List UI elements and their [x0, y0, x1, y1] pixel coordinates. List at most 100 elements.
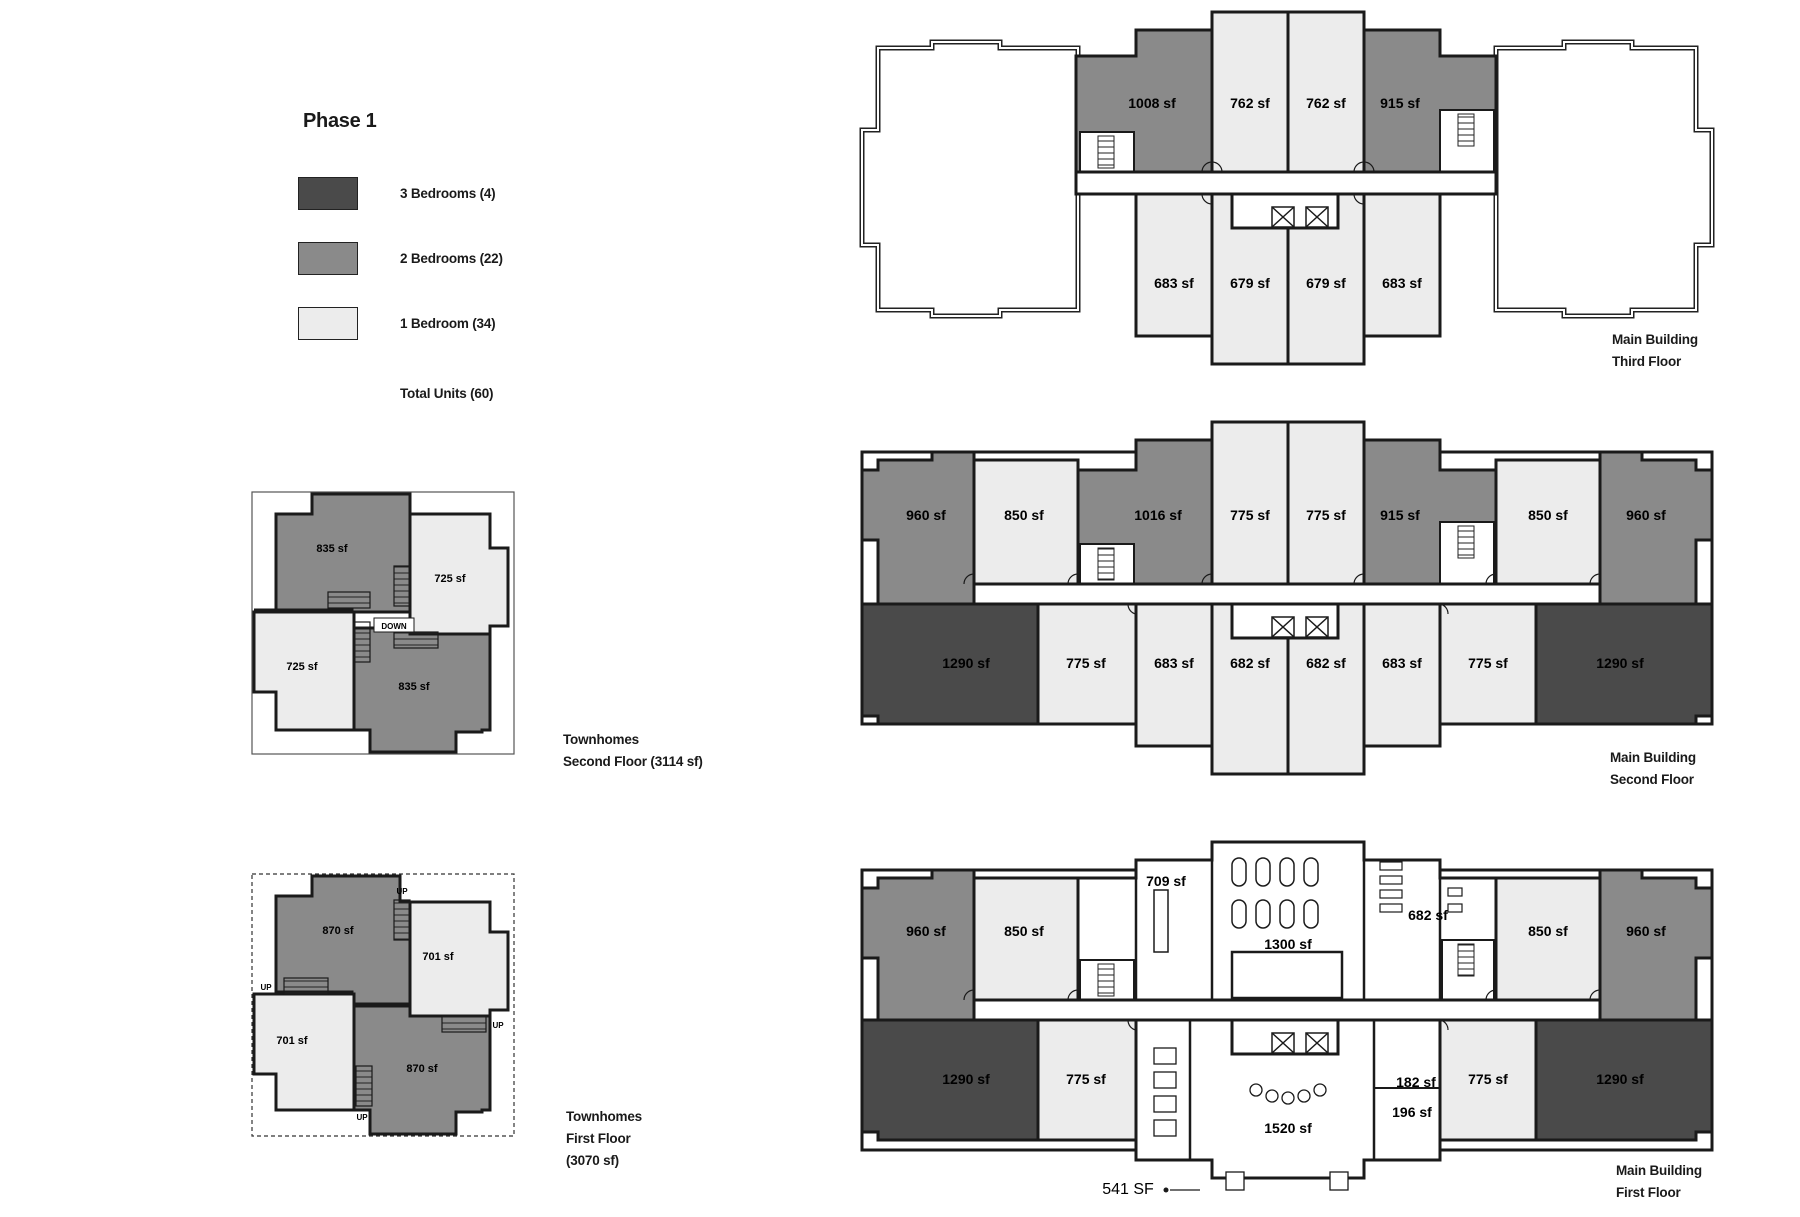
- unit-2f-775a: [1210, 420, 1290, 586]
- legend-total-units: Total Units (60): [400, 386, 494, 401]
- th1-unit-870b: [352, 1004, 492, 1136]
- unit-3f-683a: [1134, 192, 1214, 338]
- legend-title: Phase 1: [303, 110, 377, 132]
- townhomes-second-floor-plan: 835 sf 725 sf 725 sf 835 sf DOWN: [251, 491, 515, 755]
- caption-th1-line2: First Floor: [566, 1131, 631, 1146]
- label-th2-unit-2: 725 sf: [434, 573, 466, 585]
- third-left-wing-inner: [861, 41, 1079, 317]
- caption-main-first: Main Building First Floor: [1616, 1160, 1702, 1204]
- label-2f-unit-7: 850 sf: [1528, 507, 1568, 523]
- legend-item-one-bedroom: 1 Bedroom (34): [298, 305, 496, 341]
- corridor-1f: [972, 998, 1602, 1022]
- third-left-wing-outline: [859, 39, 1081, 319]
- caption-ms-line2: Second Floor: [1610, 772, 1694, 787]
- townhomes-first-floor-plan: 870 sf 701 sf 701 sf 870 sf UP UP UP UP: [251, 873, 515, 1137]
- label-3f-unit-1: 1008 sf: [1128, 95, 1176, 111]
- label-1f-amenity-4: 182 sf: [1396, 1074, 1436, 1090]
- caption-th2-line1: Townhomes: [563, 732, 639, 747]
- label-th1-stair-2: UP: [260, 983, 272, 992]
- label-2f-unit-11: 683 sf: [1154, 655, 1194, 671]
- unit-2f-775d: [1438, 602, 1538, 726]
- label-2f-unit-3: 1016 sf: [1134, 507, 1182, 523]
- label-1f-unit-2: 850 sf: [1004, 923, 1044, 939]
- unit-2f-850a: [972, 458, 1080, 606]
- label-2f-unit-15: 775 sf: [1468, 655, 1508, 671]
- caption-townhomes-first: Townhomes First Floor (3070 sf): [566, 1106, 642, 1172]
- label-2f-unit-8: 960 sf: [1626, 507, 1666, 523]
- label-2f-unit-4: 775 sf: [1230, 507, 1270, 523]
- unit-1f-960b: [1598, 868, 1714, 1022]
- main-third-floor-plan: 1008 sf 762 sf 762 sf 915 sf 683 sf 679 …: [859, 10, 1715, 366]
- label-2f-unit-5: 775 sf: [1306, 507, 1346, 523]
- label-3f-unit-8: 683 sf: [1382, 275, 1422, 291]
- caption-main-second: Main Building Second Floor: [1610, 747, 1696, 791]
- label-2f-unit-1: 960 sf: [906, 507, 946, 523]
- label-2f-unit-10: 775 sf: [1066, 655, 1106, 671]
- label-th1-unit-4: 870 sf: [406, 1063, 438, 1075]
- label-2f-unit-9: 1290 sf: [942, 655, 990, 671]
- label-1f-callout: 541 SF: [1102, 1181, 1154, 1198]
- label-th2-unit-4: 835 sf: [398, 681, 430, 693]
- label-th2-stair: DOWN: [381, 622, 407, 631]
- legend-item-three-bedroom: 3 Bedrooms (4): [298, 175, 496, 211]
- caption-mf-line1: Main Building: [1616, 1163, 1702, 1178]
- caption-main-third: Main Building Third Floor: [1612, 329, 1698, 373]
- label-1f-amenity-2: 1300 sf: [1264, 936, 1312, 952]
- label-th2-unit-1: 835 sf: [316, 543, 348, 555]
- elevator-3f: [1230, 192, 1340, 230]
- legend-label-two-bedroom: 2 Bedrooms (22): [400, 250, 503, 266]
- label-3f-unit-2: 762 sf: [1230, 95, 1270, 111]
- label-1f-unit-6: 775 sf: [1066, 1071, 1106, 1087]
- label-2f-unit-16: 1290 sf: [1596, 655, 1644, 671]
- main-first-floor-plan: 960 sf 850 sf 850 sf 960 sf 1290 sf 775 …: [860, 840, 1714, 1198]
- caption-mt-line1: Main Building: [1612, 332, 1698, 347]
- corridor-3f: [1074, 170, 1498, 196]
- label-3f-unit-5: 683 sf: [1154, 275, 1194, 291]
- label-1f-amenity-1: 709 sf: [1146, 873, 1186, 889]
- caption-th1-line1: Townhomes: [566, 1109, 642, 1124]
- legend-label-three-bedroom: 3 Bedrooms (4): [400, 185, 496, 201]
- label-2f-unit-14: 683 sf: [1382, 655, 1422, 671]
- label-th1-unit-3: 701 sf: [276, 1035, 308, 1047]
- third-right-wing-outline: [1493, 39, 1715, 319]
- unit-2f-960b: [1598, 450, 1714, 606]
- label-1f-unit-5: 1290 sf: [942, 1071, 990, 1087]
- elevator-2f: [1230, 602, 1340, 640]
- label-th1-stair-1: UP: [396, 887, 408, 896]
- unit-3f-762a: [1210, 10, 1290, 174]
- third-right-wing-inner: [1495, 41, 1713, 317]
- corridor-2f: [972, 582, 1602, 606]
- label-1f-amenity-3: 682 sf: [1408, 907, 1448, 923]
- unit-1f-1290b: [1534, 1018, 1714, 1142]
- label-1f-unit-7: 775 sf: [1468, 1071, 1508, 1087]
- unit-2f-683b: [1362, 602, 1442, 748]
- label-th1-stair-3: UP: [492, 1021, 504, 1030]
- unit-2f-1290b: [1534, 602, 1714, 726]
- label-th2-unit-3: 725 sf: [286, 661, 318, 673]
- caption-ms-line1: Main Building: [1610, 750, 1696, 765]
- label-3f-unit-6: 679 sf: [1230, 275, 1270, 291]
- unit-2f-775c: [1036, 602, 1138, 726]
- label-1f-unit-1: 960 sf: [906, 923, 946, 939]
- caption-townhomes-second: Townhomes Second Floor (3114 sf): [563, 729, 703, 773]
- caption-mt-line2: Third Floor: [1612, 354, 1682, 369]
- label-th1-stair-4: UP: [356, 1113, 368, 1122]
- unit-3f-683b: [1362, 192, 1442, 338]
- label-th1-unit-1: 870 sf: [322, 925, 354, 937]
- main-second-floor-plan: 960 sf 850 sf 1016 sf 775 sf 775 sf 915 …: [860, 420, 1714, 776]
- legend-swatch-two-bedroom: [298, 241, 358, 275]
- label-1f-amenity-5: 196 sf: [1392, 1104, 1432, 1120]
- unit-2f-960a: [860, 450, 976, 606]
- label-2f-unit-6: 915 sf: [1380, 507, 1420, 523]
- label-3f-unit-3: 762 sf: [1306, 95, 1346, 111]
- unit-1f-960a: [860, 868, 976, 1022]
- unit-2f-850b: [1494, 458, 1602, 606]
- unit-2f-775b: [1286, 420, 1366, 586]
- caption-th2-line2: Second Floor (3114 sf): [563, 754, 703, 769]
- unit-3f-762b: [1286, 10, 1366, 174]
- caption-th1-line3: (3070 sf): [566, 1153, 619, 1168]
- unit-1f-775a: [1036, 1018, 1138, 1142]
- label-3f-unit-4: 915 sf: [1380, 95, 1420, 111]
- legend-swatch-three-bedroom: [298, 176, 358, 210]
